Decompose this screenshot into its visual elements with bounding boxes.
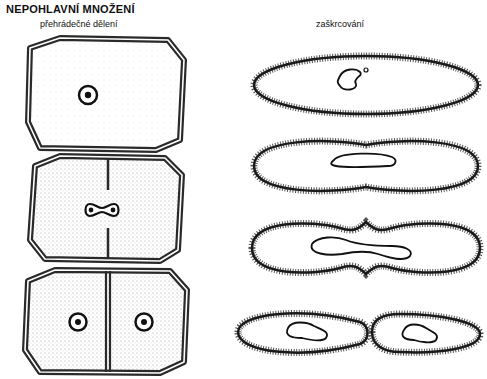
divided-cells bbox=[25, 270, 187, 373]
plant-cell bbox=[28, 38, 184, 150]
constricting-bacterium bbox=[252, 222, 480, 274]
dividing-cell bbox=[30, 156, 182, 261]
bacterium bbox=[254, 56, 478, 114]
daughter-bacteria bbox=[238, 313, 480, 352]
elongating-bacterium bbox=[254, 141, 478, 191]
diagram-title: NEPOHLAVNÍ MNOŽENÍ bbox=[6, 3, 135, 15]
column-heading: zaškrcování bbox=[316, 20, 364, 30]
column-heading: přehrádečné dělení bbox=[40, 20, 118, 30]
